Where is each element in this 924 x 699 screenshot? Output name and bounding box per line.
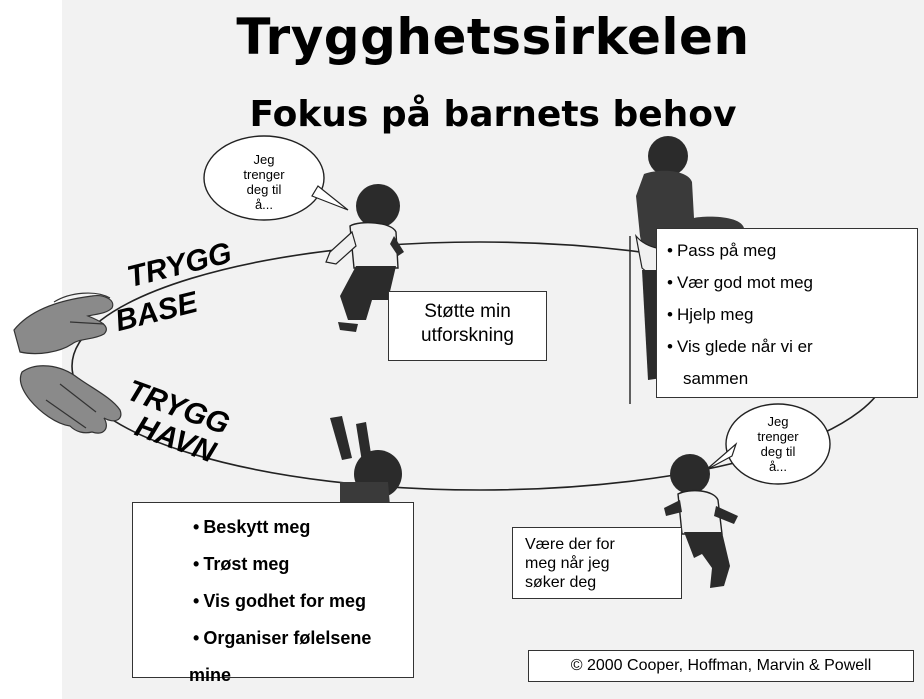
list-item: Organiser følelsene bbox=[193, 620, 413, 657]
list-item: Beskytt meg bbox=[193, 509, 413, 546]
top-needs-list: Pass på meg Vær god mot meg Hjelp meg Vi… bbox=[656, 228, 918, 398]
speech-bubble-bottom bbox=[705, 403, 831, 485]
speech-bubble-top bbox=[203, 135, 349, 221]
list-item: Hjelp meg bbox=[667, 299, 917, 331]
list-item: Pass på meg bbox=[667, 235, 917, 267]
list-item-continuation: sammen bbox=[683, 369, 749, 388]
list-item: Vis godhet for meg bbox=[193, 583, 413, 620]
diagram-subtitle: Fokus på barnets behov bbox=[249, 94, 737, 135]
lower-hand-icon bbox=[19, 365, 122, 434]
bottom-needs-list: Beskytt meg Trøst meg Vis godhet for meg… bbox=[132, 502, 414, 685]
speech-bubble-top-text: Jeg trenger deg til å... bbox=[243, 152, 285, 212]
toddler-exploring-figure bbox=[325, 184, 404, 332]
copyright-box: © 2000 Cooper, Hoffman, Marvin & Powell bbox=[528, 650, 914, 682]
list-item-continuation: mine bbox=[189, 665, 232, 685]
list-item: Vær god mot meg bbox=[667, 267, 917, 299]
list-item: Trøst meg bbox=[193, 546, 413, 583]
support-exploration-box: Støtte min utforskning bbox=[388, 291, 547, 361]
toddler-returning-figure bbox=[664, 454, 738, 588]
speech-bubble-bottom-text: Jeg trenger deg til å... bbox=[757, 414, 799, 474]
list-item: Vis glede når vi er bbox=[667, 331, 917, 363]
be-there-box: Være der for meg når jeg søker deg bbox=[512, 527, 682, 599]
diagram-title: Trygghetssirkelen bbox=[236, 8, 750, 66]
upper-hand-icon bbox=[13, 292, 114, 355]
